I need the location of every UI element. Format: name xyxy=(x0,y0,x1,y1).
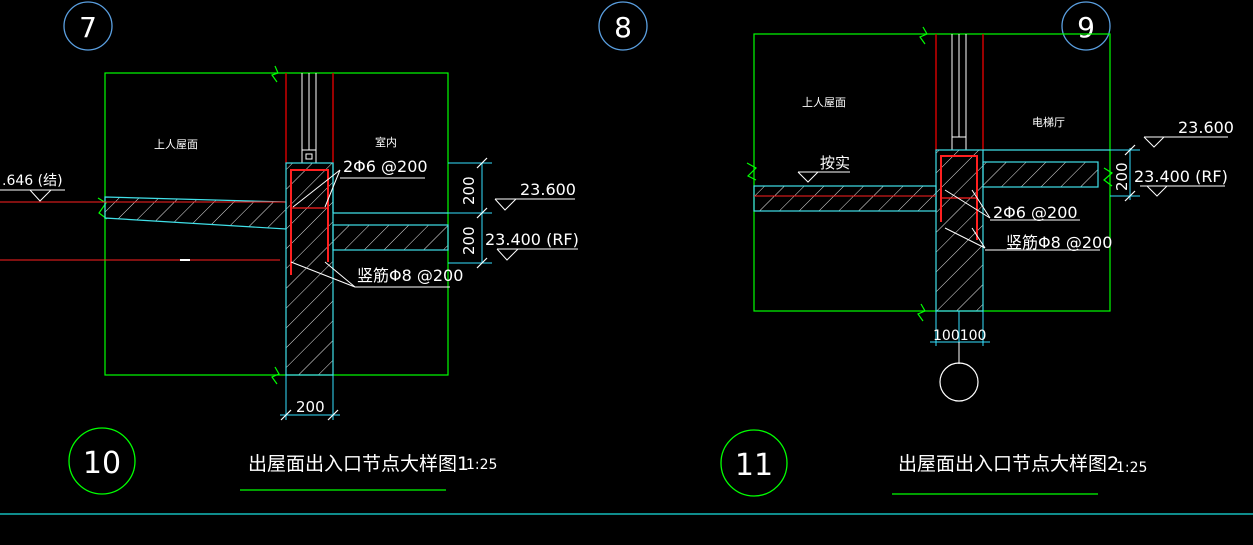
detail-2-axis-bubble xyxy=(939,362,979,402)
detail-2-dim-tick xyxy=(1124,190,1136,202)
detail-1: 上人屋面 室内 2Φ6 @200 竖筋Φ8 @200 200 200 23.60… xyxy=(0,65,579,491)
detail-1-rebar-vertical: 竖筋Φ8 @200 xyxy=(357,266,463,285)
detail-1-dim-tick xyxy=(476,157,488,169)
detail-1-scale: 1:25 xyxy=(466,457,497,473)
detail-1-dim-tick xyxy=(280,409,292,421)
detail-2-dim-bottom: 100100 xyxy=(933,328,986,344)
detail-2-elev-rf: 23.400 (RF) xyxy=(1134,167,1228,197)
detail-2-frame-sill xyxy=(951,136,967,151)
detail-2-title: 出屋面出入口节点大样图2 xyxy=(898,453,1119,475)
detail-1-leader xyxy=(324,169,341,208)
grid-bubble-9-label: 9 xyxy=(1077,11,1095,44)
detail-1-label-roof: 上人屋面 xyxy=(154,138,198,151)
detail-2-leader xyxy=(944,227,986,249)
detail-2-label-hall: 电梯厅 xyxy=(1032,116,1065,129)
detail-1-elev-top: 23.600 xyxy=(494,180,576,211)
detail-1-break-left xyxy=(97,197,108,220)
detail-1-break-top xyxy=(271,65,279,83)
detail-1-dim-200-lower: 200 xyxy=(460,226,478,255)
detail-1-dim-200-upper: 200 xyxy=(460,176,478,205)
detail-1-rebar-horizontal: 2Φ6 @200 xyxy=(343,157,428,176)
detail-1-label-indoor: 室内 xyxy=(375,135,397,149)
detail-2-elev-rf-label: 23.400 (RF) xyxy=(1134,167,1228,186)
detail-1-rebar xyxy=(290,169,329,275)
detail-2-label-roof: 上人屋面 xyxy=(802,96,846,109)
detail-2: 上人屋面 电梯厅 按实 2Φ6 @200 竖筋Φ8 @200 200 23.60… xyxy=(746,26,1234,495)
detail-1-elev-rf-label: 23.400 (RF) xyxy=(485,230,579,249)
grid-bubble-10-label: 10 xyxy=(83,446,121,481)
detail-1-elev-left-label: .646 (结) xyxy=(2,173,63,189)
detail-1-elev-top-label: 23.600 xyxy=(520,180,576,199)
grid-bubble-9: 9 xyxy=(1061,1,1111,51)
detail-2-label-anshi: 按实 xyxy=(820,154,850,172)
grid-bubble-8-label: 8 xyxy=(614,11,632,44)
detail-2-break-right xyxy=(1103,167,1114,187)
detail-2-leader xyxy=(944,189,991,219)
detail-2-dim-tick xyxy=(1124,144,1136,156)
detail-2-roof-slab xyxy=(753,185,937,212)
detail-2-break-top xyxy=(919,26,928,45)
detail-1-frame-sill-inner xyxy=(305,153,313,160)
detail-2-elev-top-label: 23.600 xyxy=(1178,118,1234,137)
detail-2-break-left xyxy=(746,162,757,181)
grid-bubble-7: 7 xyxy=(63,1,113,51)
detail-2-column xyxy=(935,149,984,312)
detail-2-elev-top: 23.600 xyxy=(1143,118,1234,148)
detail-2-dim-200: 200 xyxy=(1113,162,1131,191)
grid-bubble-11: 11 xyxy=(720,429,788,497)
detail-2-hall-slab xyxy=(982,161,1099,188)
detail-1-elev-rf: 23.400 (RF) xyxy=(485,230,579,261)
detail-2-rebar-horizontal: 2Φ6 @200 xyxy=(993,203,1078,222)
detail-2-scale: 1:25 xyxy=(1116,460,1147,476)
detail-1-dim-tick xyxy=(476,207,488,219)
detail-1-break-bottom xyxy=(271,366,280,385)
detail-1-dim-tick xyxy=(327,409,339,421)
grid-bubble-10: 10 xyxy=(68,427,136,495)
detail-2-anshi-marker: 按实 xyxy=(797,154,850,183)
detail-1-frame-sill xyxy=(301,149,317,164)
grid-bubble-8: 8 xyxy=(598,1,648,51)
detail-1-title: 出屋面出入口节点大样图1 xyxy=(248,453,469,475)
detail-1-dim-tick xyxy=(476,257,488,269)
detail-1-elev-left: .646 (结) xyxy=(0,173,65,202)
detail-2-rebar-vertical: 竖筋Φ8 @200 xyxy=(1006,233,1112,252)
detail-1-leader xyxy=(292,169,341,208)
detail-1-indoor-slab xyxy=(332,224,449,251)
detail-1-leader xyxy=(324,261,356,288)
detail-1-dim-width: 200 xyxy=(296,398,325,416)
detail-2-leader xyxy=(971,189,991,219)
grid-bubble-7-label: 7 xyxy=(79,11,97,44)
detail-2-outline xyxy=(753,33,1111,312)
grid-bubble-11-label: 11 xyxy=(735,448,773,483)
detail-1-leader xyxy=(290,261,356,288)
detail-2-break-bottom xyxy=(917,303,926,322)
detail-2-leader xyxy=(971,227,986,249)
